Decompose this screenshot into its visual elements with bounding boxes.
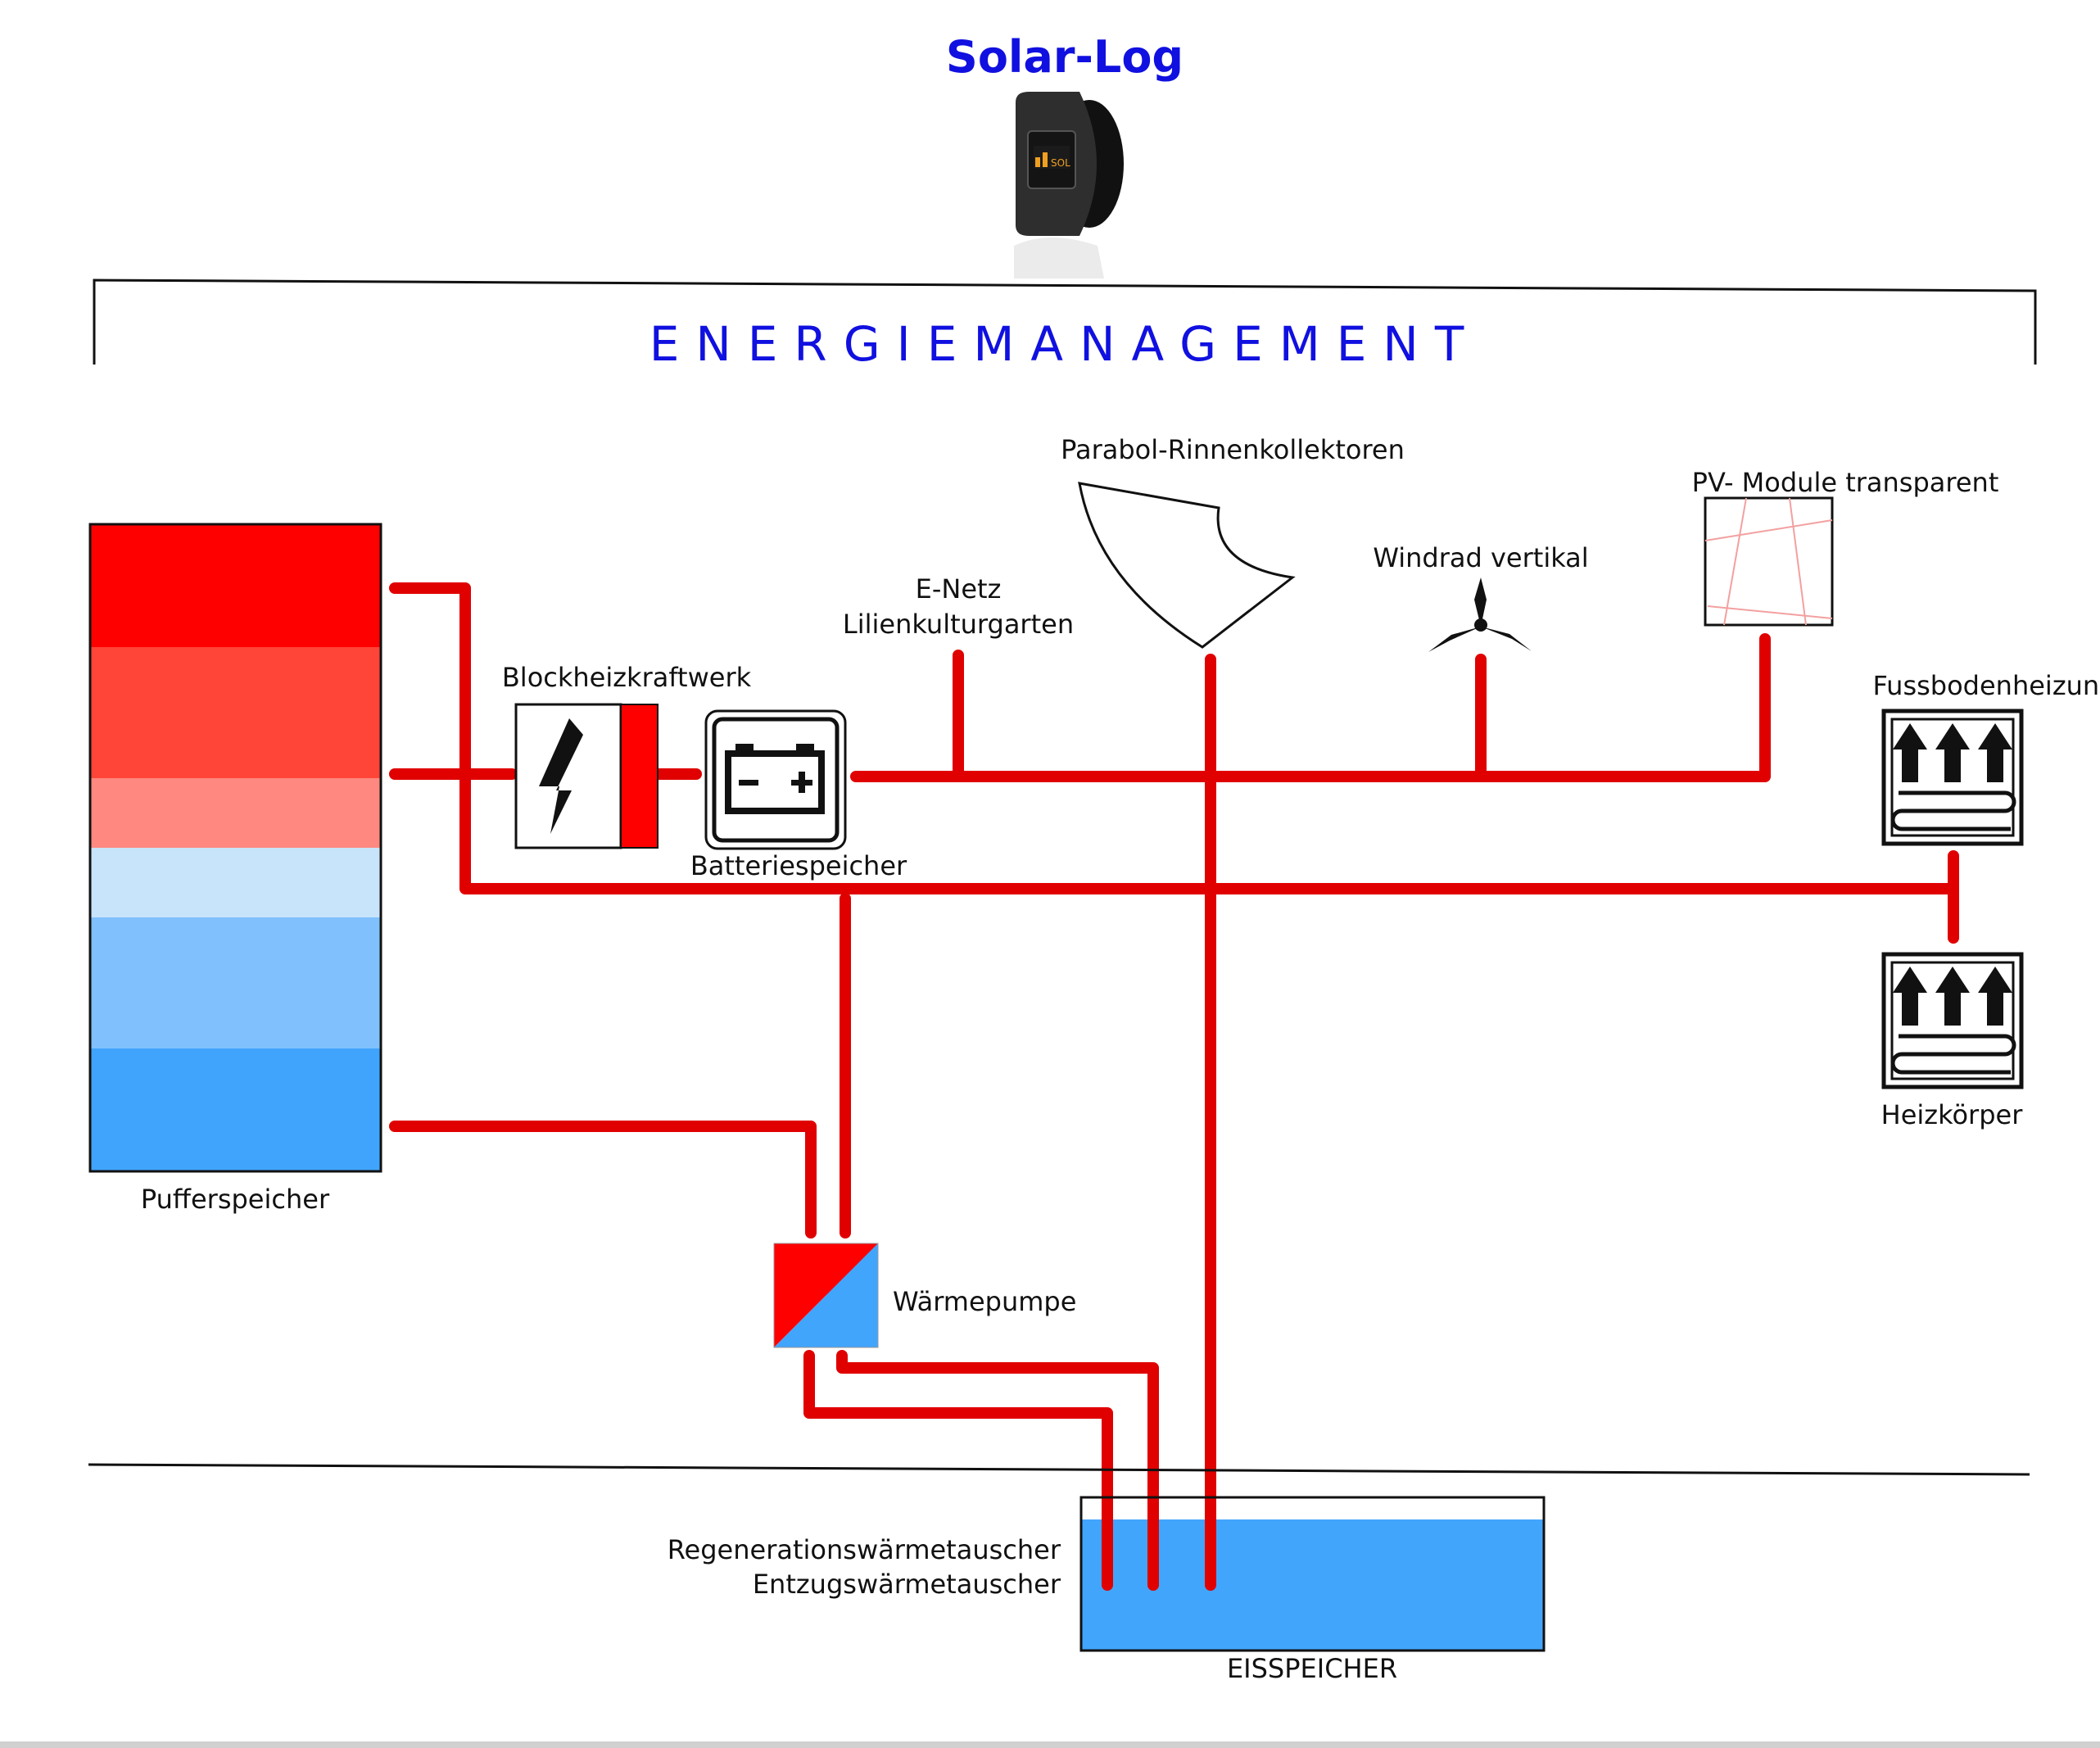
pv-label: PV- Module transparent bbox=[1692, 467, 1999, 498]
page-title: ENERGIEMANAGEMENT bbox=[649, 316, 1481, 372]
entzug-label: Entzugswärmetauscher bbox=[753, 1569, 1061, 1600]
heizkoerper-label: Heizkörper bbox=[1881, 1099, 2024, 1130]
enetz-label-line1: E-Netz bbox=[916, 573, 1002, 605]
header-bracket bbox=[93, 279, 2037, 365]
parabolic-trough-icon bbox=[1078, 482, 1296, 649]
pv-module-icon bbox=[1704, 496, 1834, 627]
bottom-bar bbox=[0, 1741, 2100, 1748]
regeneration-label: Regenerationswärmetauscher bbox=[668, 1534, 1061, 1565]
pufferspeicher-tank bbox=[88, 523, 382, 1173]
eisspeicher-label: EISSPEICHER bbox=[1227, 1653, 1397, 1684]
enetz-label-line2: Lilienkulturgarten bbox=[843, 609, 1074, 640]
batteriespeicher-label: Batteriespeicher bbox=[690, 850, 907, 881]
heat-pump-icon bbox=[773, 1243, 879, 1348]
brand-title: Solar-Log bbox=[946, 31, 1184, 83]
pufferspeicher-label: Pufferspeicher bbox=[141, 1184, 330, 1215]
solar-log-device: SOL bbox=[1014, 92, 1124, 279]
battery-icon bbox=[704, 709, 847, 850]
waermepumpe-label: Wärmepumpe bbox=[893, 1286, 1076, 1317]
wind-turbine-icon bbox=[1428, 577, 1532, 652]
parabol-label: Parabol-Rinnenkollektoren bbox=[1061, 434, 1405, 465]
floor-heating-icon bbox=[1881, 709, 2024, 846]
blockheizkraftwerk-icon bbox=[514, 703, 659, 849]
device-screen-text: SOL bbox=[1051, 157, 1070, 169]
pipes bbox=[389, 582, 1959, 1591]
ground-line bbox=[88, 1463, 2030, 1476]
radiator-icon bbox=[1881, 952, 2024, 1089]
windrad-label: Windrad vertikal bbox=[1373, 542, 1588, 573]
blockheizkraftwerk-label: Blockheizkraftwerk bbox=[502, 662, 752, 693]
fussbodenheizung-label: Fussbodenheizung bbox=[1873, 670, 2100, 701]
